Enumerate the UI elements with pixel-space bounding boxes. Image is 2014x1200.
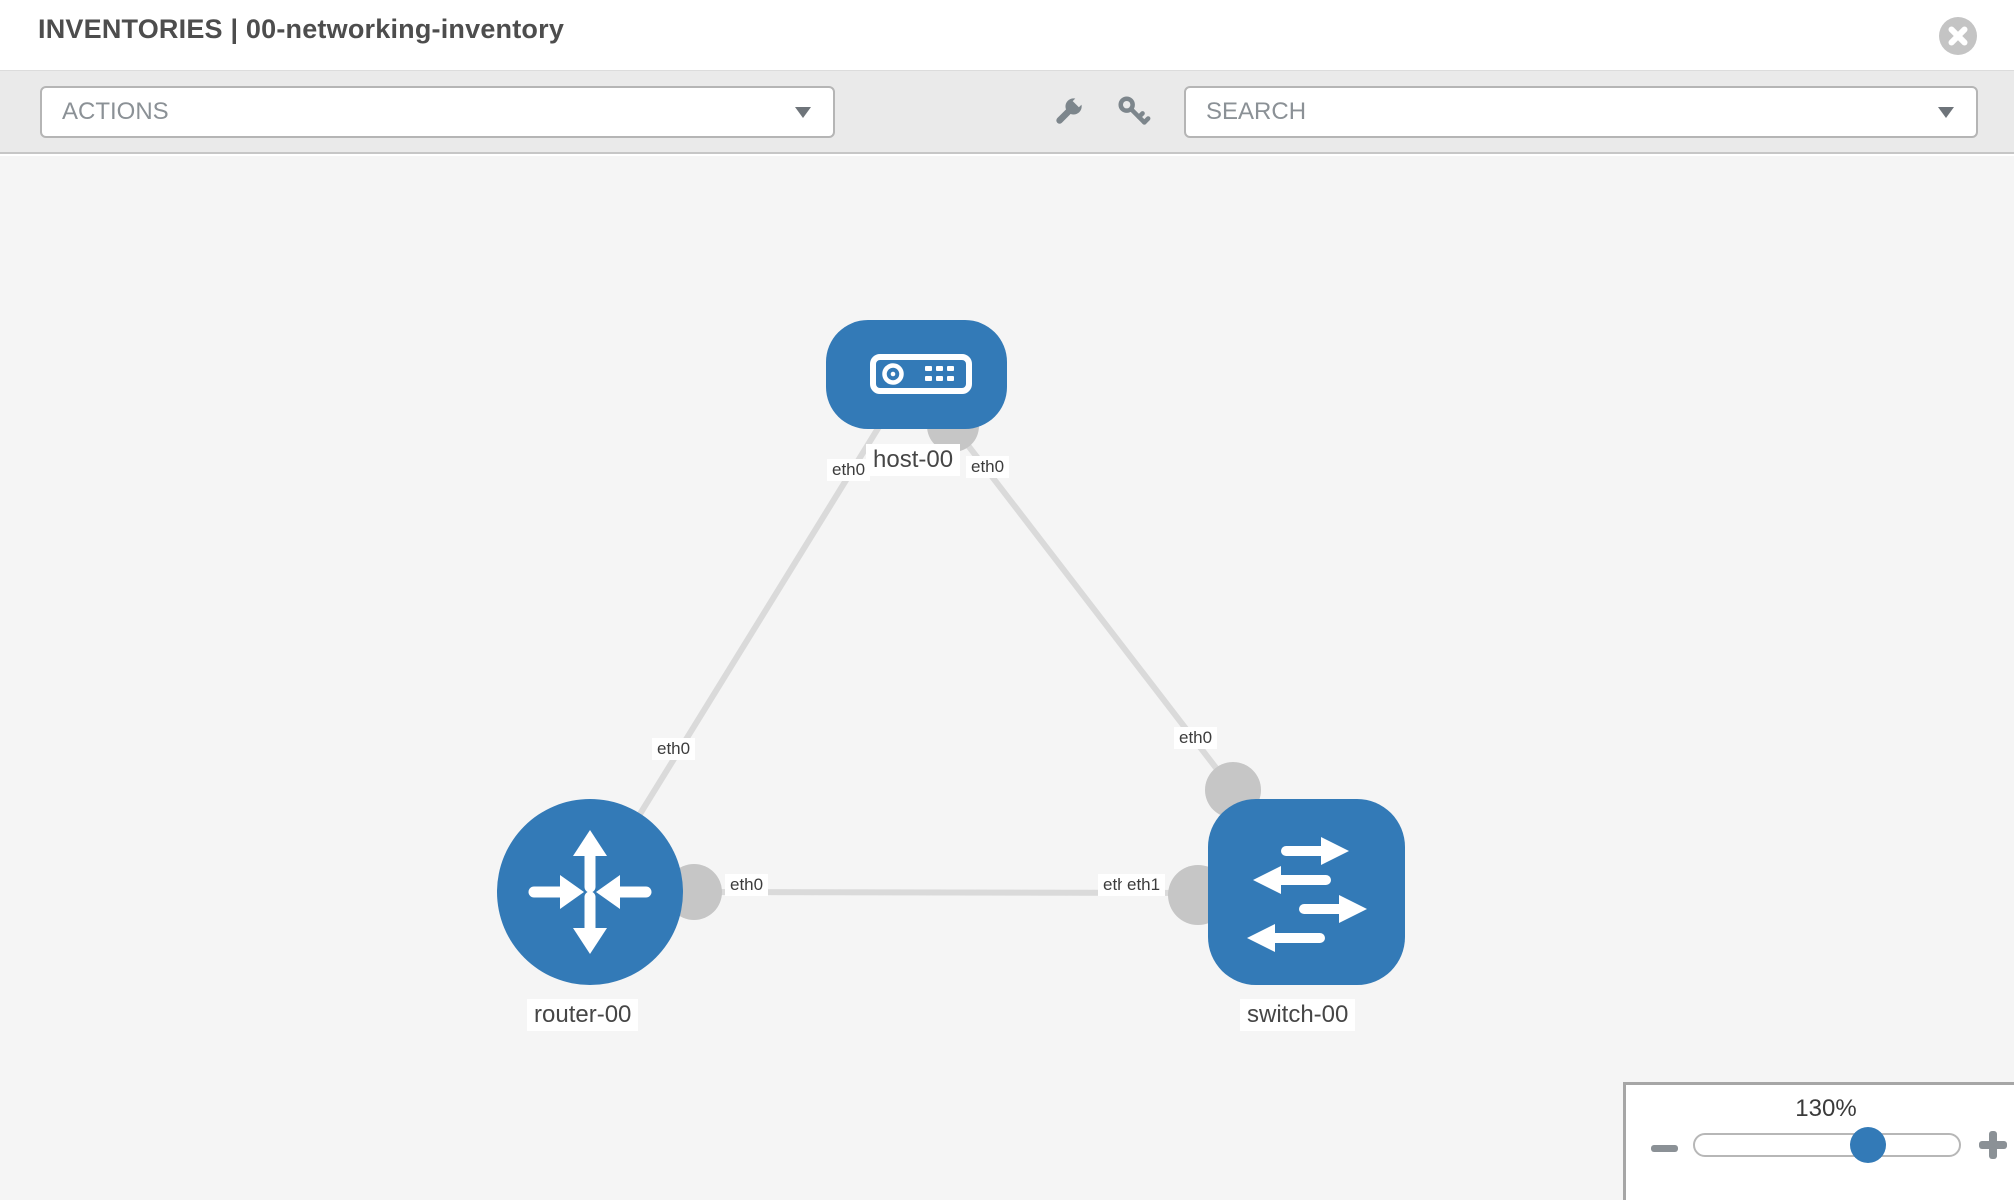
key-icon bbox=[1118, 95, 1151, 125]
chevron-down-icon bbox=[1938, 107, 1954, 118]
host-icon bbox=[870, 354, 972, 394]
interface-label-switch-port: eth1 bbox=[1122, 874, 1166, 896]
switch-icon bbox=[1247, 837, 1367, 952]
close-button[interactable] bbox=[1939, 17, 1977, 55]
wrench-button[interactable] bbox=[1048, 93, 1088, 133]
node-switch-00[interactable] bbox=[1208, 799, 1405, 985]
minus-icon bbox=[1651, 1145, 1678, 1152]
node-label-router-00[interactable]: router-00 bbox=[527, 999, 639, 1031]
zoom-control: 130% bbox=[1623, 1082, 2014, 1200]
interface-label-router-port: eth0 bbox=[725, 874, 769, 896]
node-router-00[interactable] bbox=[497, 799, 683, 985]
zoom-slider-thumb[interactable] bbox=[1850, 1127, 1886, 1163]
interface-label-router-link: eth0 bbox=[652, 738, 696, 760]
node-host-00[interactable] bbox=[826, 320, 1007, 429]
page-title: INVENTORIES | 00-networking-inventory bbox=[38, 14, 565, 44]
zoom-in-button[interactable] bbox=[1977, 1129, 2009, 1161]
zoom-slider[interactable] bbox=[1693, 1127, 1961, 1163]
zoom-out-button[interactable] bbox=[1651, 1138, 1681, 1154]
modal-header: INVENTORIES | 00-networking-inventory bbox=[0, 0, 2014, 70]
router-icon bbox=[528, 830, 652, 954]
actions-dropdown-label: ACTIONS bbox=[62, 98, 169, 125]
interface-label-host-right: eth0 bbox=[966, 456, 1010, 478]
topology-canvas[interactable]: host-00 router-00 switch-00 eth0 eth0 et… bbox=[0, 156, 2014, 1200]
search-dropdown[interactable]: SEARCH bbox=[1184, 86, 1978, 138]
actions-dropdown[interactable]: ACTIONS bbox=[40, 86, 835, 138]
toolbar: ACTIONS SEARC bbox=[0, 70, 2014, 154]
node-label-host-00[interactable]: host-00 bbox=[866, 444, 961, 476]
links-layer bbox=[637, 400, 1261, 925]
wrench-icon bbox=[1056, 94, 1085, 124]
zoom-level: 130% bbox=[1795, 1095, 1857, 1122]
key-button[interactable] bbox=[1114, 93, 1154, 133]
close-icon bbox=[1939, 17, 1977, 55]
interface-label-switch-link: eth0 bbox=[1174, 727, 1218, 749]
node-label-switch-00[interactable]: switch-00 bbox=[1240, 999, 1356, 1031]
interface-label-host-left: eth0 bbox=[827, 459, 871, 481]
chevron-down-icon bbox=[795, 107, 811, 118]
search-placeholder: SEARCH bbox=[1206, 98, 1307, 125]
